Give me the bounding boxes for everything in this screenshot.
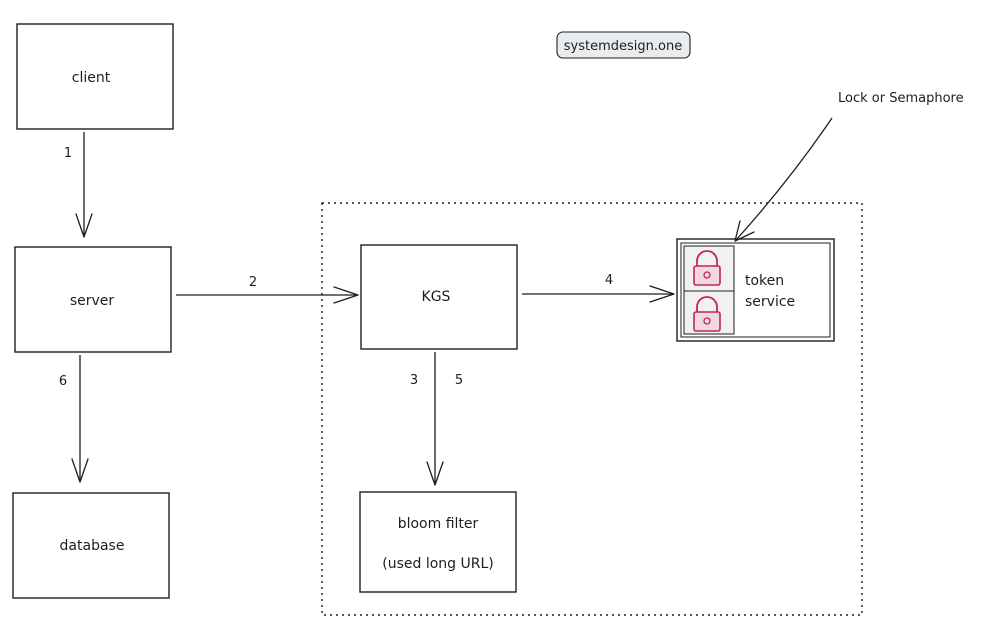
edge-client-to-server: 1: [64, 132, 93, 238]
bloom-filter-label-line2: (used long URL): [382, 556, 493, 572]
server-label: server: [70, 293, 115, 309]
edge-label-5: 5: [455, 373, 463, 388]
lock-icon: [693, 250, 721, 286]
database-label: database: [60, 538, 125, 554]
edge-label-4: 4: [605, 273, 613, 288]
edge-label-3: 3: [410, 373, 418, 388]
token-service-node: token service: [676, 238, 835, 342]
annotation-text: Lock or Semaphore: [838, 91, 964, 106]
watermark: systemdesign.one: [556, 31, 691, 59]
kgs-label: KGS: [422, 289, 451, 305]
edge-server-to-kgs: 2: [176, 275, 359, 304]
edge-label-1: 1: [64, 146, 72, 161]
server-node: server: [14, 246, 172, 353]
edge-kgs-to-token-service: 4: [522, 273, 675, 303]
watermark-text: systemdesign.one: [564, 39, 682, 54]
kgs-node: KGS: [360, 244, 518, 350]
edge-server-to-database: 6: [59, 355, 89, 483]
client-label: client: [72, 70, 111, 86]
token-service-label-line1: token: [745, 273, 784, 289]
bloom-filter-node: bloom filter (used long URL): [359, 491, 517, 593]
edge-kgs-to-bloom-filter: 3 5: [410, 352, 463, 486]
edge-label-6: 6: [59, 374, 67, 389]
kgs-boundary: [321, 202, 863, 616]
edge-label-2: 2: [249, 275, 257, 290]
lock-or-semaphore-annotation: Lock or Semaphore: [734, 91, 964, 242]
client-node: client: [16, 23, 174, 130]
lock-icon: [693, 296, 721, 332]
token-service-label-line2: service: [745, 294, 795, 310]
bloom-filter-label-line1: bloom filter: [398, 516, 479, 532]
database-node: database: [12, 492, 170, 599]
